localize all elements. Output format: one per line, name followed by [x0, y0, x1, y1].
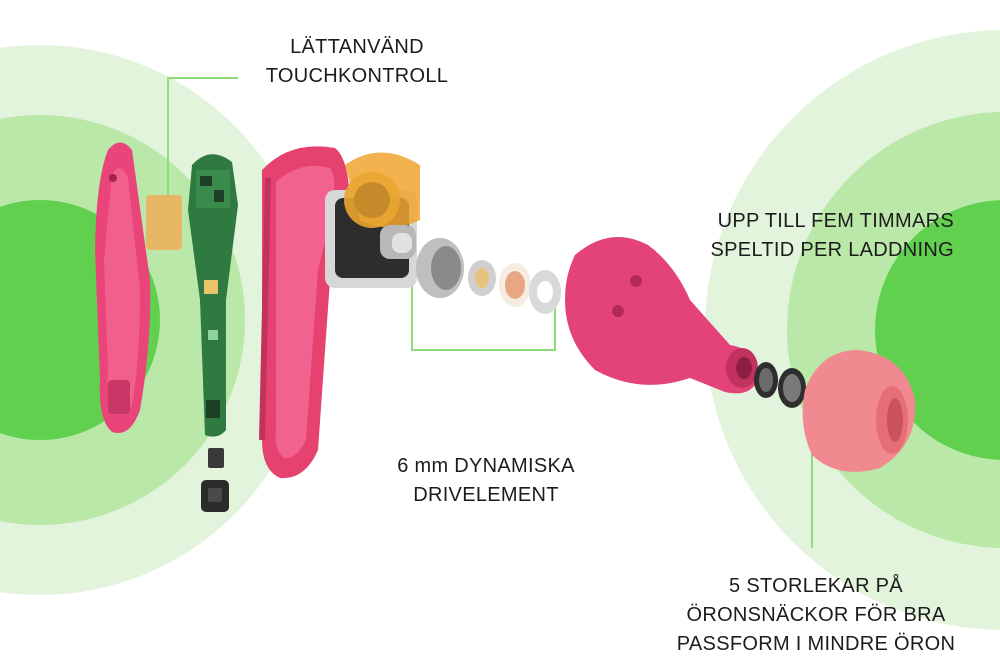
- driver-leader-line: [411, 280, 556, 351]
- driver-callout-line-1: 6 mm DYNAMISKA: [397, 455, 575, 477]
- playtime-callout: UPP TILL FEM TIMMARS SPELTID PER LADDNIN…: [692, 207, 954, 265]
- ear-tips-callout: 5 STORLEKAR PÅ ÖRONSNÄCKOR FÖR BRA PASSF…: [668, 572, 964, 656]
- ear-tip: [802, 350, 916, 472]
- dynamic-driver: [416, 238, 561, 314]
- rear-shell: [565, 237, 759, 394]
- leader-lines: [167, 77, 813, 548]
- touch-callout-line-2: TOUCHKONTROLL: [265, 65, 449, 87]
- touch-callout-line-1: LÄTTANVÄND: [290, 36, 424, 58]
- driver-callout: 6 mm DYNAMISKA DRIVELEMENT: [386, 452, 586, 510]
- ear-tips-callout-line-2: ÖRONSNÄCKOR FÖR BRA: [686, 604, 946, 626]
- right-rings-decoration: [705, 30, 1000, 630]
- driver-callout-line-2: DRIVELEMENT: [413, 484, 559, 506]
- touch-cover: [95, 142, 182, 434]
- touch-control-callout: LÄTTANVÄND TOUCHKONTROLL: [262, 33, 452, 91]
- circuit-board: [188, 154, 238, 512]
- playtime-callout-line-2: SPELTID PER LADDNING: [710, 239, 954, 261]
- touch-leader-line: [167, 77, 238, 210]
- mesh-filters: [754, 362, 806, 408]
- ear-tips-callout-line-1: 5 STORLEKAR PÅ: [729, 575, 903, 597]
- ear-tips-callout-line-3: PASSFORM I MINDRE ÖRON: [676, 633, 956, 655]
- battery-flex: [325, 152, 420, 288]
- playtime-callout-line-1: UPP TILL FEM TIMMARS: [717, 210, 954, 232]
